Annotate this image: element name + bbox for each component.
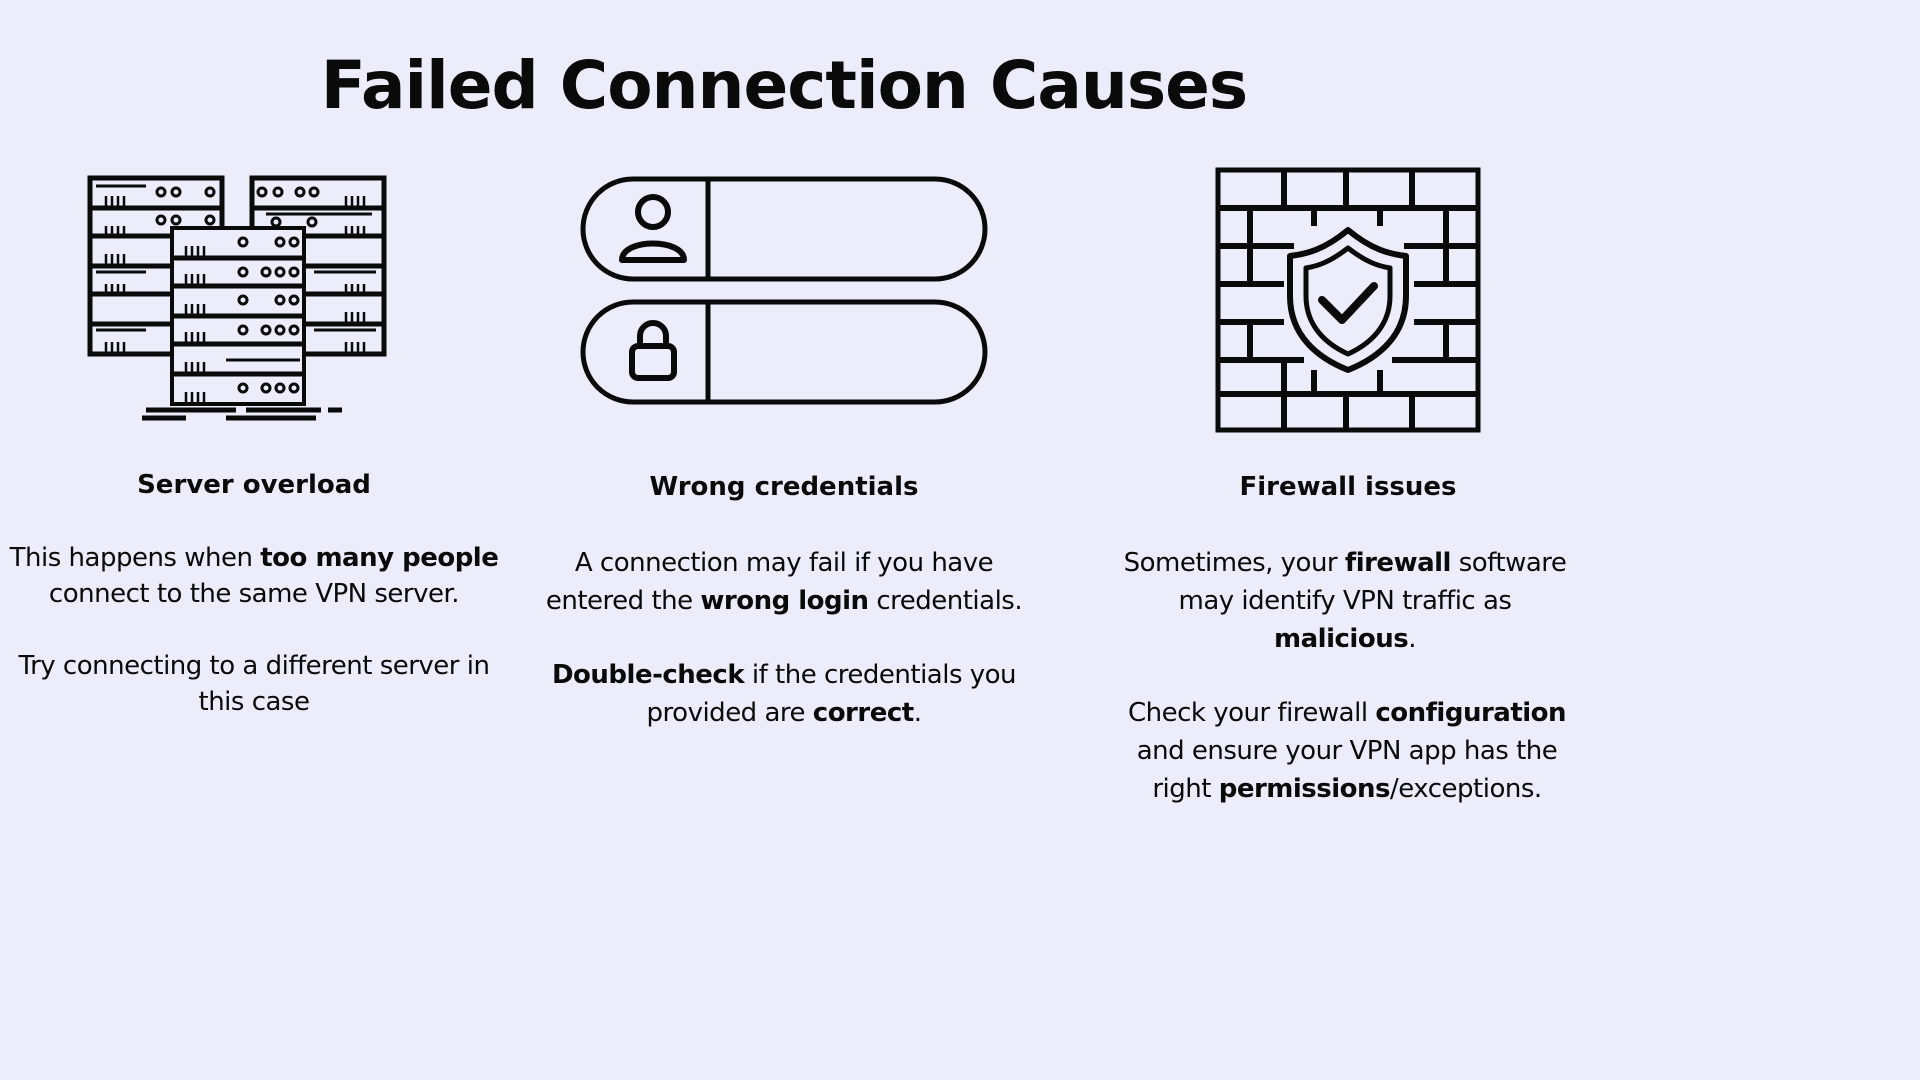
body-text: connect to the same VPN server. (48, 579, 460, 609)
paragraph-wrong-credentials-1: A connection may fail if you have entere… (528, 544, 1040, 620)
body-text: . (913, 698, 922, 728)
paragraph-server-overload-2: Try connecting to a different server in … (4, 648, 504, 720)
body-text: /exceptions. (1390, 774, 1542, 804)
lock-icon (629, 320, 677, 381)
body-text: . (1408, 624, 1416, 654)
user-icon (619, 194, 687, 263)
paragraph-server-overload-1: This happens when too many people connec… (4, 540, 504, 612)
heading-server-overload: Server overload (137, 470, 371, 500)
emphasis-text: permissions (1218, 774, 1391, 804)
emphasis-text: wrong login (700, 586, 869, 616)
login-form-icon (580, 176, 988, 405)
body-text: A connection may fail if you have entere… (545, 548, 994, 616)
page-title: Failed Connection Causes (320, 47, 1248, 124)
emphasis-text: firewall (1344, 548, 1452, 578)
body-text: Sometimes, your (1123, 548, 1345, 578)
emphasis-text: configuration (1375, 698, 1567, 728)
heading-firewall-issues: Firewall issues (1239, 472, 1457, 502)
body-text: Check your firewall (1127, 698, 1376, 728)
body-text: credentials. (868, 586, 1023, 616)
body-text: Try connecting to a different server in … (18, 651, 490, 717)
heading-wrong-credentials: Wrong credentials (649, 472, 919, 502)
body-text: software may identify VPN traffic as (1178, 548, 1567, 616)
emphasis-text: too many people (260, 543, 499, 573)
emphasis-text: Double-check (551, 660, 745, 690)
body-text: This happens when (9, 543, 261, 573)
emphasis-text: malicious (1274, 624, 1409, 654)
body-text: if the credentials you provided are (646, 660, 1017, 728)
server-rack-icon (87, 175, 387, 421)
paragraph-wrong-credentials-2: Double-check if the credentials you prov… (528, 656, 1040, 732)
paragraph-firewall-issues-2: Check your firewall configuration and en… (1126, 694, 1568, 808)
body-text: and ensure your VPN app has the right (1136, 736, 1558, 804)
paragraph-firewall-issues-1: Sometimes, your firewall software may id… (1122, 544, 1568, 658)
firewall-shield-icon (1215, 167, 1481, 433)
emphasis-text: correct (812, 698, 914, 728)
